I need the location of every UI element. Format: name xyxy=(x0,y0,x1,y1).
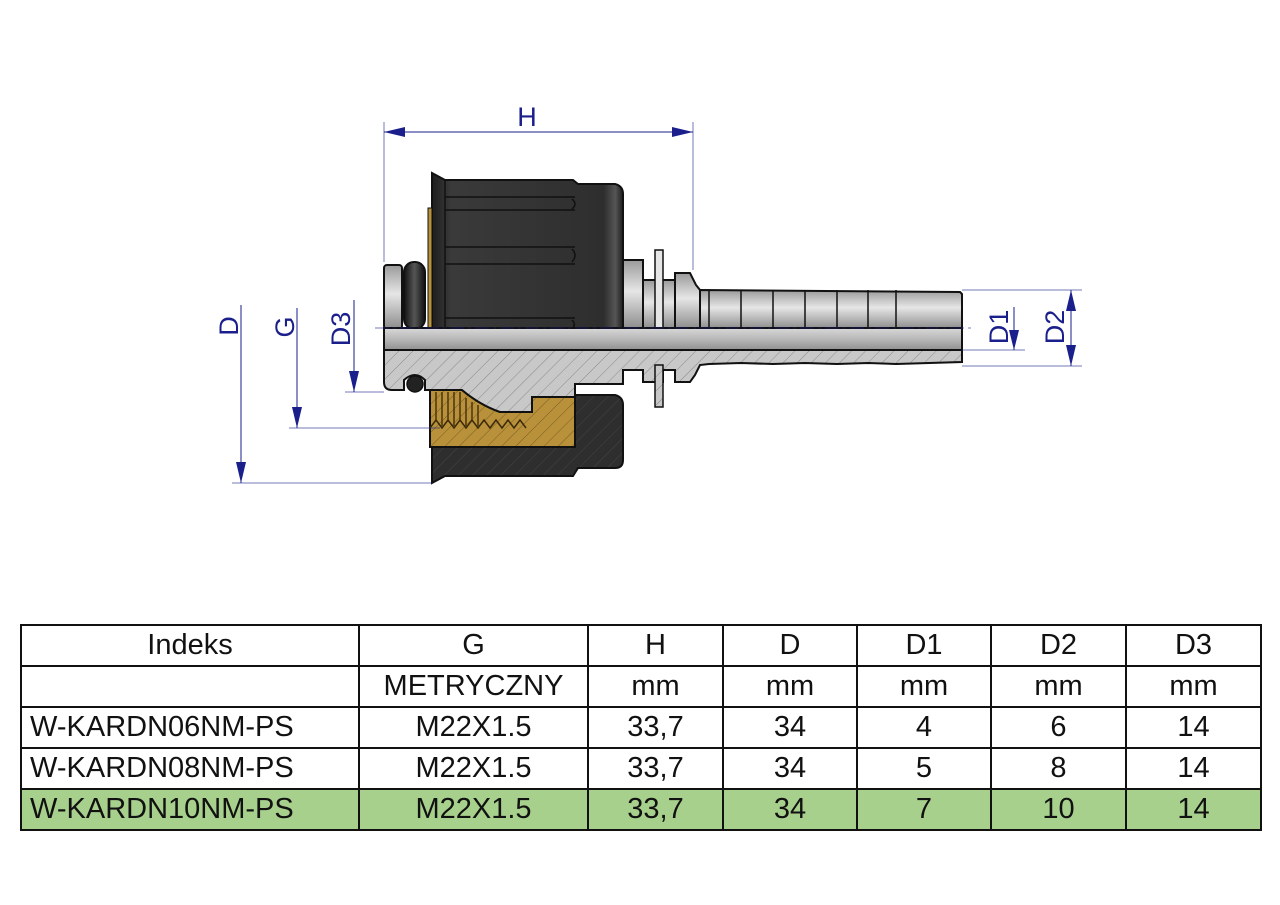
cell-g: M22X1.5 xyxy=(358,747,589,790)
cell-d2: 6 xyxy=(990,706,1127,749)
unit-indeks xyxy=(20,665,360,708)
header-d2: D2 xyxy=(990,624,1127,667)
cell-d: 34 xyxy=(722,788,858,831)
brass-insert xyxy=(429,389,576,448)
cell-d1: 5 xyxy=(856,747,992,790)
header-indeks: Indeks xyxy=(20,624,360,667)
header-d1: D1 xyxy=(856,624,992,667)
cell-d3: 14 xyxy=(1125,747,1262,790)
technical-drawing: H D G D3 D1 D2 xyxy=(214,102,1082,485)
cell-indeks: W-KARDN10NM-PS xyxy=(20,788,360,831)
header-d3: D3 xyxy=(1125,624,1262,667)
cell-h: 33,7 xyxy=(587,747,724,790)
dimension-label-h: H xyxy=(517,102,537,132)
dimension-label-d3: D3 xyxy=(326,312,356,347)
cell-g: M22X1.5 xyxy=(358,788,589,831)
dimension-label-d2: D2 xyxy=(1040,310,1070,345)
dimension-d3 xyxy=(345,300,384,393)
cell-d1: 7 xyxy=(856,788,992,831)
cell-d2: 10 xyxy=(990,788,1127,831)
unit-h: mm xyxy=(587,665,724,708)
dimension-d xyxy=(232,305,432,484)
cell-d3: 14 xyxy=(1125,788,1262,831)
cell-indeks: W-KARDN06NM-PS xyxy=(20,706,360,749)
nut xyxy=(427,171,624,329)
cell-indeks: W-KARDN08NM-PS xyxy=(20,747,360,790)
header-h: H xyxy=(587,624,724,667)
table-row-highlighted: W-KARDN10NM-PS M22X1.5 33,7 34 7 10 14 xyxy=(20,788,1262,831)
spec-table: Indeks G H D D1 D2 D3 METRYCZNY mm mm mm… xyxy=(20,624,1262,831)
unit-d3: mm xyxy=(1125,665,1262,708)
unit-g: METRYCZNY xyxy=(358,665,589,708)
dimension-d2 xyxy=(962,289,1082,367)
unit-d1: mm xyxy=(856,665,992,708)
header-g: G xyxy=(358,624,589,667)
table-units-row: METRYCZNY mm mm mm mm mm xyxy=(20,665,1262,708)
cell-h: 33,7 xyxy=(587,706,724,749)
dimension-label-d1: D1 xyxy=(984,310,1014,345)
cell-h: 33,7 xyxy=(587,788,724,831)
cell-d2: 8 xyxy=(990,747,1127,790)
cell-d3: 14 xyxy=(1125,706,1262,749)
cell-d: 34 xyxy=(722,747,858,790)
cell-d1: 4 xyxy=(856,706,992,749)
unit-d2: mm xyxy=(990,665,1127,708)
dimension-label-d: D xyxy=(214,316,244,336)
header-d: D xyxy=(722,624,858,667)
unit-d: mm xyxy=(722,665,858,708)
dimension-h xyxy=(383,122,694,270)
fitting-body xyxy=(375,249,975,413)
dimension-label-g: G xyxy=(270,316,300,337)
table-row: W-KARDN08NM-PS M22X1.5 33,7 34 5 8 14 xyxy=(20,747,1262,790)
dimension-g xyxy=(289,308,440,429)
table-row: W-KARDN06NM-PS M22X1.5 33,7 34 4 6 14 xyxy=(20,706,1262,749)
cell-g: M22X1.5 xyxy=(358,706,589,749)
dimension-d1 xyxy=(962,307,1025,351)
table-header-row: Indeks G H D D1 D2 D3 xyxy=(20,624,1262,667)
cell-d: 34 xyxy=(722,706,858,749)
